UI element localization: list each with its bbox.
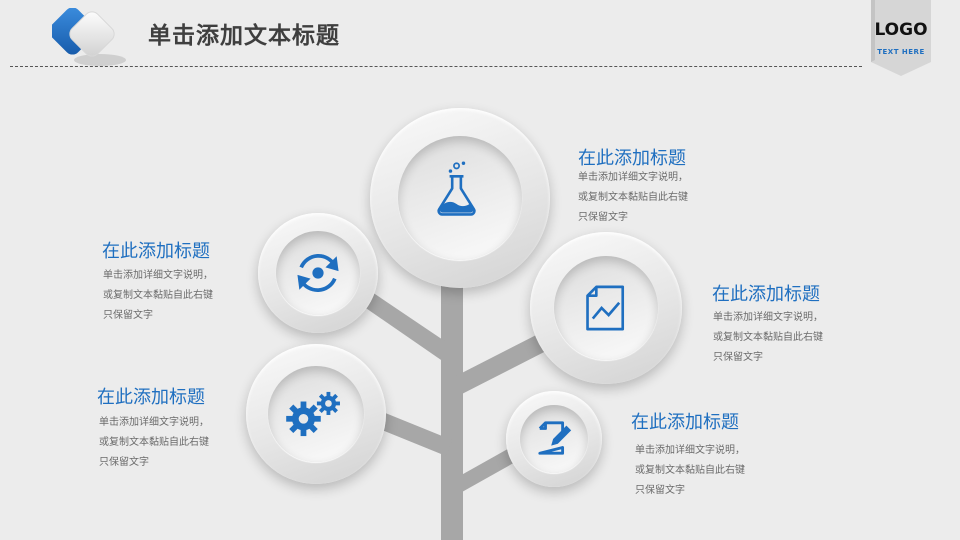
node-edit-document bbox=[506, 391, 602, 487]
item-title-refresh: 在此添加标题 bbox=[102, 241, 210, 262]
branch-left-lower bbox=[372, 410, 452, 456]
item-title-gears: 在此添加标题 bbox=[97, 387, 205, 408]
item-title-edit-document: 在此添加标题 bbox=[631, 412, 739, 433]
node-refresh bbox=[258, 213, 378, 333]
node-flask bbox=[370, 108, 550, 288]
item-desc-gears-line1: 单击添加详细文字说明， bbox=[99, 417, 209, 428]
logo-text: LOGO bbox=[874, 20, 928, 40]
item-desc-flask-line1: 单击添加详细文字说明， bbox=[578, 172, 688, 183]
item-desc-chart-document-line3: 只保留文字 bbox=[713, 352, 763, 363]
item-desc-edit-document-line2: 或复制文本黏贴自此右键 bbox=[635, 465, 745, 476]
header-logo-mark bbox=[52, 8, 126, 66]
logo-tag bbox=[871, 0, 931, 76]
item-title-chart-document: 在此添加标题 bbox=[712, 284, 820, 305]
item-desc-refresh-line2: 或复制文本黏贴自此右键 bbox=[103, 290, 213, 301]
logo-subtext: TEXT HERE bbox=[877, 48, 925, 56]
tree-trunk bbox=[441, 250, 463, 540]
flask-icon bbox=[437, 161, 476, 216]
item-desc-edit-document-line3: 只保留文字 bbox=[635, 485, 685, 496]
chart-document-icon bbox=[586, 285, 625, 331]
item-desc-edit-document-line1: 单击添加详细文字说明， bbox=[635, 445, 745, 456]
item-title-flask: 在此添加标题 bbox=[578, 148, 686, 169]
page-title: 单击添加文本标题 bbox=[148, 23, 340, 49]
item-desc-gears-line3: 只保留文字 bbox=[99, 457, 149, 468]
item-desc-flask-line3: 只保留文字 bbox=[578, 212, 628, 223]
node-chart-document bbox=[530, 232, 682, 384]
item-desc-gears-line2: 或复制文本黏贴自此右键 bbox=[99, 437, 209, 448]
item-desc-refresh-line1: 单击添加详细文字说明， bbox=[103, 270, 213, 281]
item-desc-chart-document-line2: 或复制文本黏贴自此右键 bbox=[713, 332, 823, 343]
title-divider bbox=[10, 66, 862, 67]
item-desc-chart-document-line1: 单击添加详细文字说明， bbox=[713, 312, 823, 323]
refresh-icon bbox=[297, 254, 339, 292]
item-desc-flask-line2: 或复制文本黏贴自此右键 bbox=[578, 192, 688, 203]
item-desc-refresh-line3: 只保留文字 bbox=[103, 310, 153, 321]
gears-icon bbox=[286, 391, 340, 437]
node-gears bbox=[246, 344, 386, 484]
branch-left-upper bbox=[360, 290, 452, 362]
edit-document-icon bbox=[538, 421, 572, 455]
branch-right-upper bbox=[452, 330, 552, 396]
